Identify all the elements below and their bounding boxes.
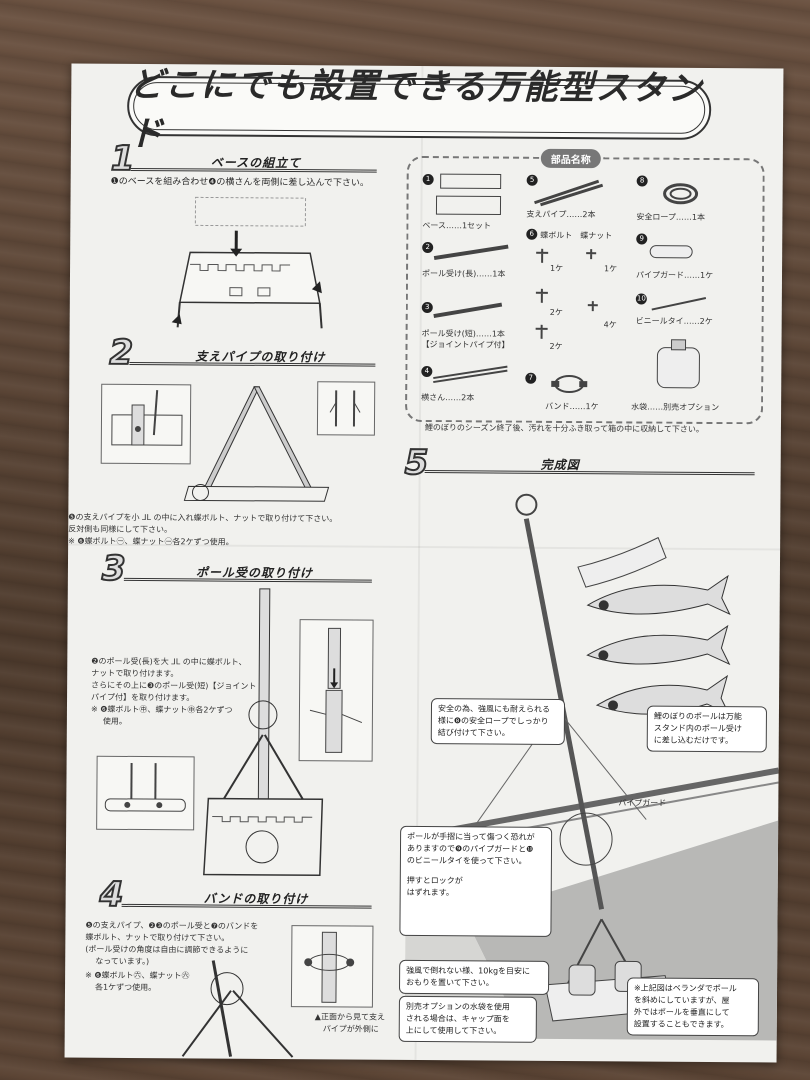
part-9-name: パイプガード……1ケ — [635, 270, 714, 281]
step2-title: 支えパイプの取り付け — [195, 349, 326, 365]
callout-water-bag-line3: 上にして使用して下さい。 — [405, 1025, 502, 1036]
part-6-count-b: 1ケ — [604, 264, 618, 274]
part-pole-short-icon — [433, 302, 503, 319]
step4-note1: ▲正面から見て支え — [314, 1012, 386, 1022]
step4-band-diagram — [181, 960, 294, 1058]
step5-title: 完成図 — [540, 457, 580, 473]
step2-text2: 反対側も同様にして下さい。 — [68, 524, 173, 535]
callout-vertical-install: ※上記図はベランダでポール を斜めにしていますが、屋 外ではポールを垂直にして … — [626, 977, 760, 1037]
part-10-name: ビニールタイ……2ケ — [635, 316, 713, 327]
step3-detail-joint — [298, 619, 374, 762]
callout-pipe-guard-usage: ポールが手摺に当って傷つく恐れが ありますので❾のパイプガードと❿ のビニールタ… — [399, 825, 553, 937]
step2-text3: ※ ❻蝶ボルト㊀、蝶ナット㊀各2ケずつ使用。 — [68, 536, 234, 547]
step4-note2: パイプが外側に — [322, 1024, 379, 1034]
part-5-name: 支えパイプ……2本 — [526, 209, 596, 220]
part-4-name: 横さん……2本 — [421, 392, 475, 403]
callout-pole-insert-line1: 鯉のぼりのポールは万能 — [653, 711, 742, 722]
part-6-count-c: 2ケ — [549, 307, 563, 317]
part-3-note: 【ジョイントパイプ付】 — [421, 339, 510, 350]
part-bolts-nuts-icons — [535, 248, 598, 339]
part-base-icon — [435, 173, 502, 216]
part-7-number: 7 — [525, 372, 537, 384]
part-water-bag-name: 水袋……別売オプション — [631, 402, 720, 413]
part-6-count-a: 1ケ — [550, 263, 564, 273]
step4-text5: ※ ❻蝶ボルト㊅、蝶ナット㊅ — [85, 970, 190, 981]
step4-text6: 各1ケずつ使用。 — [94, 982, 157, 993]
callout-weight-line2: おもりを置いて下さい。 — [406, 977, 494, 988]
label-pipe-guard: パイプガード — [618, 798, 667, 808]
part-6-count-e: 2ケ — [549, 341, 563, 351]
part-pole-long-icon — [433, 244, 509, 261]
part-6-number: 6 — [526, 228, 538, 240]
callout-safety-rope-line3: 結び付けて下さい。 — [437, 728, 510, 738]
step4-number: 4 — [99, 874, 125, 916]
step2-detail-right — [316, 381, 376, 436]
step1-base-diagram — [171, 196, 323, 329]
part-water-bag-icon — [656, 339, 700, 389]
step3-text2: ナットで取り付けます。 — [91, 668, 179, 679]
step4-text4: なっています。) — [95, 956, 150, 967]
part-pipe-guard-icon — [649, 245, 693, 259]
parts-list-label: 部品名称 — [540, 148, 601, 169]
callout-lock-line1: 押すとロックが — [406, 875, 463, 886]
part-10-number: 10 — [635, 293, 647, 305]
step3-detail-bracket — [96, 755, 195, 831]
step2-detail-left — [100, 383, 192, 465]
callout-vertical-line4: 設置することもできます。 — [633, 1019, 729, 1030]
step2-stand-diagram — [183, 386, 330, 502]
callout-safety-rope-line2: 様に❽の安全ロープでしっかり — [437, 716, 549, 726]
step4-text3: (ポール受けの角度は自由に調節できるように — [85, 944, 249, 955]
step4-title: バンドの取り付け — [203, 891, 309, 907]
callout-weight: 強風で倒れない様、10kgを目安に おもりを置いて下さい。 — [398, 959, 550, 995]
callout-pipe-guard-line1: ポールが手摺に当って傷つく恐れが — [407, 831, 535, 842]
part-vinyl-tie-icon — [651, 296, 707, 311]
part-rope-icon — [663, 183, 699, 205]
part-6-nut-label: 蝶ナット — [580, 231, 613, 241]
completed-diagram — [404, 493, 780, 1041]
part-6-count-d: 4ケ — [603, 320, 617, 330]
callout-pole-insert-line3: に差し込むだけです。 — [653, 735, 734, 746]
part-support-pipe-icon — [534, 179, 604, 207]
part-3-name: ポール受け(短)……1本 — [421, 328, 505, 339]
part-8-number: 8 — [636, 175, 648, 187]
callout-safety-rope-line1: 安全の為、強風にも耐えられる — [437, 704, 551, 714]
callout-pipe-guard-line3: のビニールタイを使って下さい。 — [406, 855, 527, 866]
part-1-name: ベース……1セット — [422, 220, 492, 231]
step3-pole-diagram — [203, 588, 324, 877]
callout-vertical-line3: 外ではポールを垂直にして — [633, 1007, 730, 1018]
callout-safety-rope: 安全の為、強風にも耐えられる 様に❽の安全ロープでしっかり 結び付けて下さい。 — [430, 698, 566, 745]
part-8-name: 安全ロープ……1本 — [636, 212, 706, 222]
part-crossbar-icon — [433, 365, 508, 384]
part-band-icon — [551, 375, 588, 394]
callout-vertical-line2: を斜めにしていますが、屋 — [633, 995, 730, 1006]
step4-text1: ❺の支えパイプ、❷❸のポール受と❼のバンドを — [85, 920, 259, 931]
callout-pipe-guard-line2: ありますので❾のパイプガードと❿ — [406, 843, 534, 854]
step3-text6: 使用。 — [102, 716, 127, 726]
step3-text4: パイプ付】を取り付けます。 — [91, 692, 195, 703]
callout-water-bag-line2: される場合は、キャップ面を — [405, 1013, 510, 1024]
part-6-bolt-label: 蝶ボルト — [540, 230, 573, 241]
part-2-name: ポール受け(長)……1本 — [421, 268, 506, 279]
step5-number: 5 — [404, 442, 430, 484]
step1-text: ❶のベースを組み合わせ❹の横さんを両側に差し込んで下さい。 — [110, 176, 369, 189]
instruction-sheet: どこにでも設置できる万能型スタンド 1 ベースの組立て ❶のベースを組み合わせ❹… — [64, 63, 784, 1063]
step2-text1: ❺の支えパイプを小 ⅃L の中に入れ蝶ボルト、ナットで取り付けて下さい。 — [68, 512, 338, 524]
step3-number: 3 — [101, 548, 127, 590]
step4-detail-band — [290, 925, 374, 1008]
step1-title: ベースの組立て — [210, 155, 302, 171]
step3-title: ポール受の取り付け — [195, 565, 313, 581]
callout-lock-line2: はずれます。 — [406, 887, 454, 898]
callout-water-bag: 別売オプションの水袋を使用 される場合は、キャップ面を 上にして使用して下さい。 — [398, 995, 537, 1043]
callout-water-bag-line1: 別売オプションの水袋を使用 — [405, 1001, 510, 1012]
callout-pole-insert-line2: スタンド内のポール受け — [653, 723, 742, 734]
step5-rule — [424, 470, 755, 476]
callout-vertical-line1: ※上記図はベランダでポール — [634, 983, 737, 994]
callout-pole-insert: 鯉のぼりのポールは万能 スタンド内のポール受け に差し込むだけです。 — [646, 705, 768, 753]
step4-text2: 蝶ボルト、ナットで取り付けて下さい。 — [85, 932, 230, 943]
callout-weight-line1: 強風で倒れない様、10kgを目安に — [406, 965, 531, 976]
parts-storage-note: 鯉のぼりのシーズン終了後、汚れを十分ふき取って箱の中に収納して下さい。 — [424, 423, 704, 434]
title-banner: どこにでも設置できる万能型スタンド — [126, 65, 712, 154]
page-title: どこにでも設置できる万能型スタンド — [128, 64, 704, 155]
part-7-name: バンド……1ケ — [545, 401, 599, 412]
